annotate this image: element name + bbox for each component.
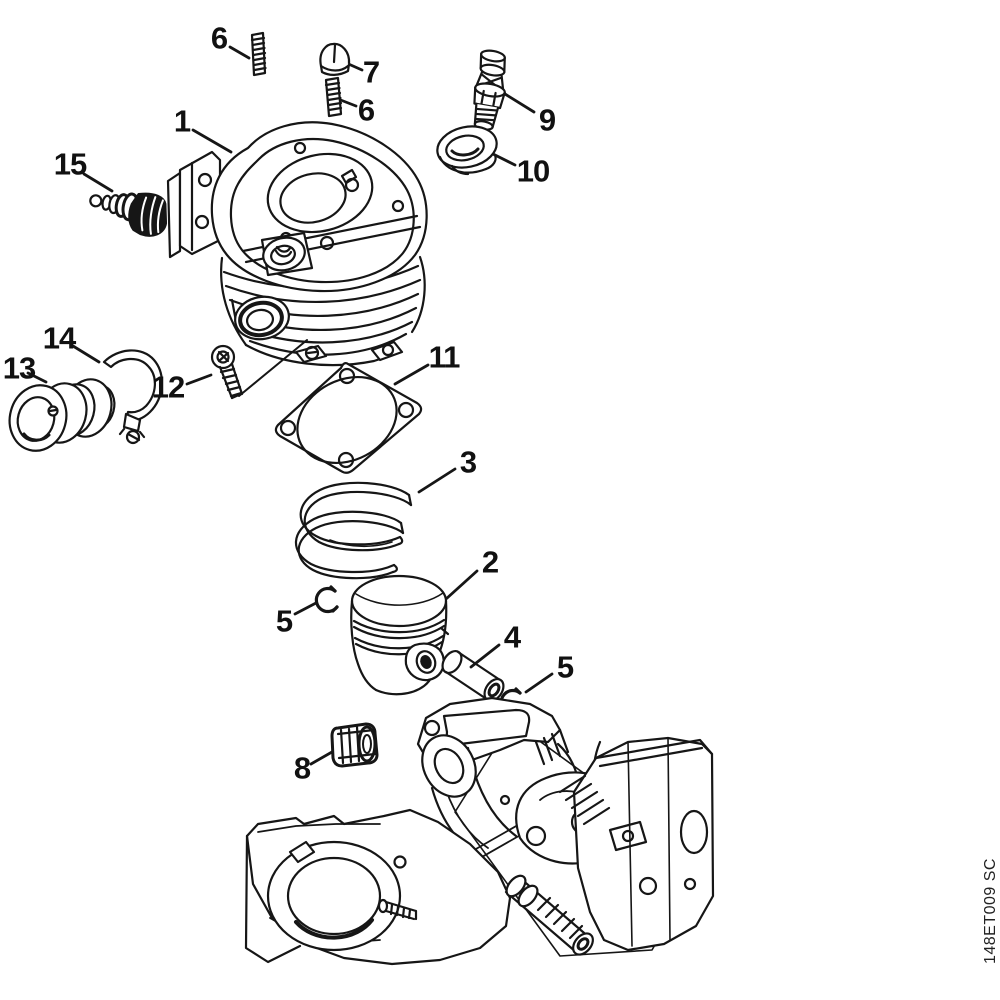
intake-manifold-icon xyxy=(8,378,116,452)
circlip-icon xyxy=(314,585,339,614)
callout-12-screw: 12 xyxy=(151,369,185,405)
callout-5-circlip-right: 5 xyxy=(556,649,574,685)
callout-1-cylinder: 1 xyxy=(173,103,191,139)
callout-2-piston: 2 xyxy=(481,544,499,580)
piston-rings-icon xyxy=(294,481,413,580)
callout-7-cap-nut: 7 xyxy=(362,54,380,90)
cap-nut-icon xyxy=(319,42,351,76)
callout-15-spark-plug: 15 xyxy=(53,146,87,182)
needle-bearing-icon xyxy=(330,722,379,768)
callout-6-stud-top: 6 xyxy=(210,20,228,56)
callout-14-clamp: 14 xyxy=(42,320,76,356)
leader-lines xyxy=(26,45,554,766)
hose-clamp-icon xyxy=(102,349,163,445)
callout-13-manifold: 13 xyxy=(2,350,36,386)
callout-8-needle-bearing: 8 xyxy=(293,750,311,786)
piston-pin-icon xyxy=(441,649,505,703)
spark-plug-icon xyxy=(89,192,168,237)
cylinder-screw-icon xyxy=(210,344,244,400)
crankcase-assembly xyxy=(244,696,715,966)
drawing-code: 148ET009 SC xyxy=(982,858,999,965)
valve-cover-icon xyxy=(436,125,498,176)
callout-11-gasket: 11 xyxy=(428,339,461,375)
callout-10-valve-cover: 10 xyxy=(516,153,550,189)
decompression-valve-icon xyxy=(473,49,506,131)
callout-4-piston-pin: 4 xyxy=(503,619,521,655)
piston-icon xyxy=(350,574,450,696)
callout-9-decomp-valve: 9 xyxy=(538,102,556,138)
cylinder-gasket-icon xyxy=(274,362,423,474)
cylinder-part xyxy=(166,121,428,367)
callout-5-circlip-left: 5 xyxy=(275,603,293,639)
callout-3-piston-rings: 3 xyxy=(459,444,477,480)
callout-6-stud-lower: 6 xyxy=(357,92,375,128)
stud-screw-icon xyxy=(324,76,343,118)
stud-screw-icon xyxy=(250,31,267,77)
